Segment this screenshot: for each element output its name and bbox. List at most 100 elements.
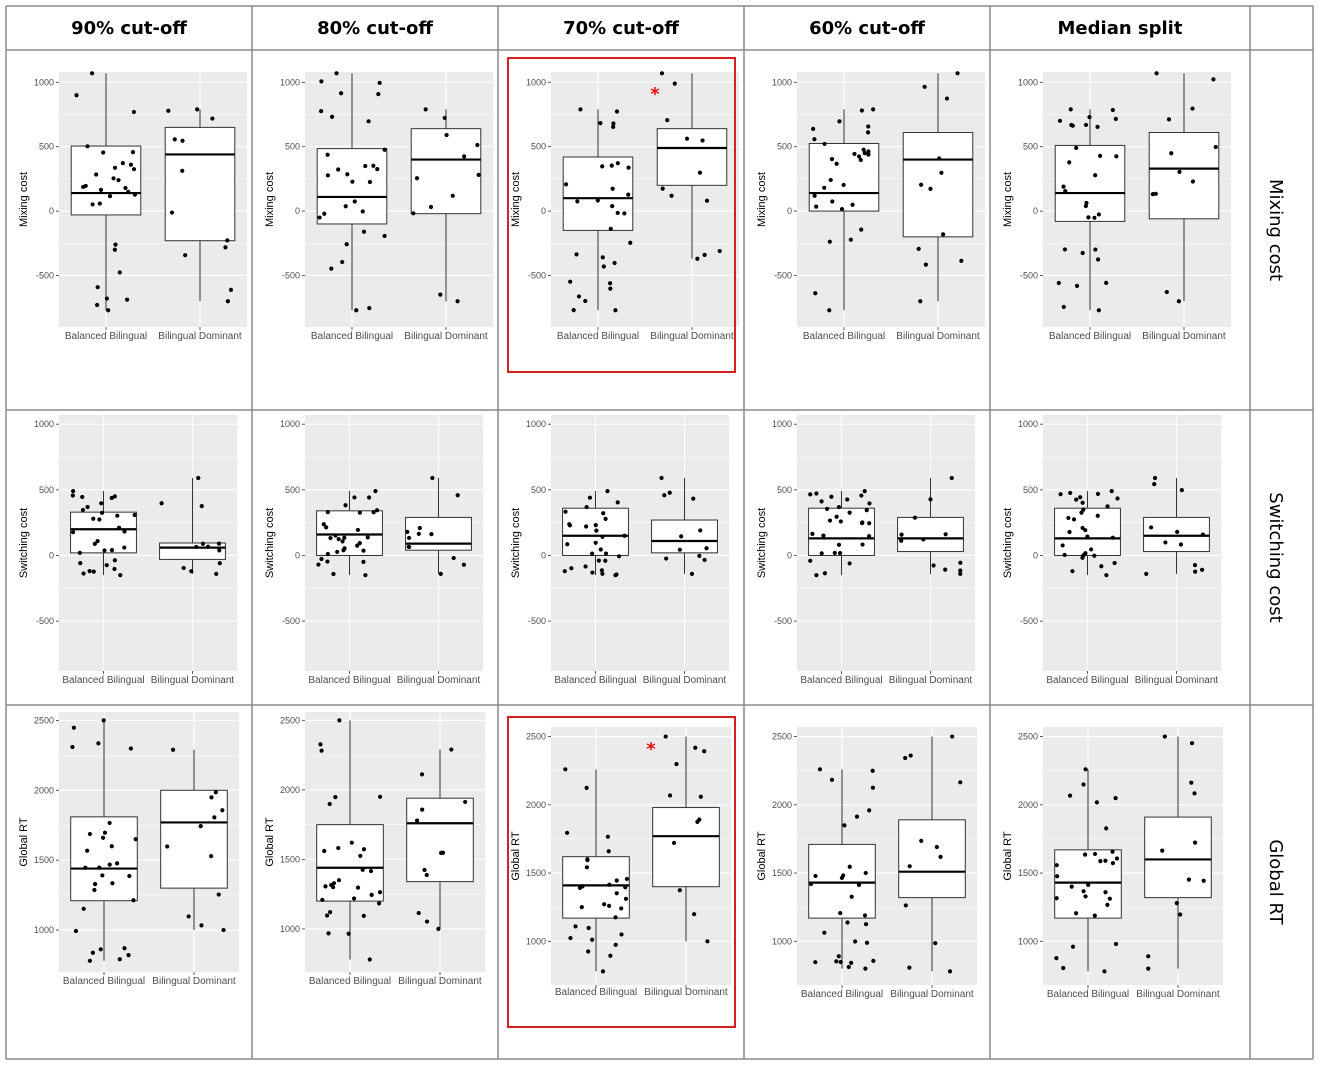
y-tick-label: 500 — [39, 485, 54, 495]
data-point — [340, 539, 345, 544]
data-point — [585, 857, 590, 862]
data-point — [565, 830, 570, 835]
data-point — [580, 884, 585, 889]
data-point — [405, 529, 410, 534]
data-point — [338, 91, 344, 96]
data-point — [907, 965, 912, 970]
data-point — [659, 71, 665, 76]
significance-star: * — [650, 84, 660, 105]
data-point — [81, 571, 86, 576]
data-point — [614, 572, 619, 577]
data-point — [943, 567, 948, 572]
data-point — [342, 546, 347, 551]
y-tick-label: -500 — [282, 616, 300, 626]
data-point — [607, 882, 612, 887]
data-point — [958, 560, 963, 565]
data-point — [376, 91, 381, 97]
data-point — [841, 873, 846, 878]
data-point — [355, 543, 360, 548]
data-point — [837, 119, 842, 124]
data-point — [865, 130, 871, 135]
data-point — [845, 920, 850, 925]
data-point — [586, 949, 591, 954]
data-point — [128, 746, 133, 751]
data-point — [1074, 283, 1080, 288]
data-point — [601, 264, 606, 269]
data-point — [217, 548, 222, 553]
data-point — [1146, 966, 1151, 971]
data-point — [849, 894, 854, 899]
y-tick-label: 1500 — [34, 855, 54, 865]
data-point — [350, 179, 355, 184]
data-point — [563, 182, 569, 187]
data-point — [355, 885, 361, 890]
data-point — [120, 161, 125, 166]
data-point — [1084, 200, 1089, 206]
data-point — [1103, 890, 1108, 895]
data-point — [87, 569, 92, 574]
data-point — [423, 107, 428, 112]
column-header: 80% cut-off — [317, 18, 433, 39]
y-tick-label: 500 — [39, 142, 54, 152]
y-tick-label: 1000 — [772, 936, 792, 946]
data-point — [212, 815, 217, 820]
data-point — [822, 185, 827, 190]
data-point — [1213, 144, 1218, 150]
data-point — [853, 939, 858, 944]
x-category-label: Balanced Bilingual — [801, 989, 883, 1000]
data-point — [918, 299, 923, 304]
data-point — [80, 507, 86, 513]
data-point — [697, 170, 703, 175]
data-point — [605, 489, 610, 494]
data-point — [1058, 492, 1063, 497]
data-point — [1110, 849, 1115, 854]
data-point — [70, 530, 76, 535]
data-point — [584, 785, 589, 790]
data-point — [601, 511, 606, 516]
data-point — [321, 522, 326, 527]
data-point — [928, 186, 933, 191]
data-point — [369, 892, 374, 897]
data-point — [1080, 555, 1085, 560]
data-point — [112, 165, 118, 170]
data-point — [811, 126, 816, 131]
data-point — [1092, 913, 1097, 918]
y-tick-label: 0 — [787, 550, 792, 560]
data-point — [563, 767, 568, 772]
data-point — [419, 772, 425, 777]
data-point — [1179, 488, 1184, 493]
data-point — [325, 551, 330, 557]
data-point — [382, 147, 387, 152]
data-point — [195, 107, 200, 112]
data-point — [183, 253, 188, 258]
data-point — [455, 299, 460, 304]
data-point — [852, 151, 857, 157]
data-point — [1074, 145, 1079, 150]
data-point — [352, 495, 357, 500]
data-point — [919, 838, 924, 843]
data-point — [428, 204, 434, 210]
y-tick-label: 1000 — [34, 419, 54, 429]
y-tick-label: -500 — [774, 616, 792, 626]
data-point — [938, 854, 943, 859]
data-point — [691, 496, 696, 501]
data-point — [90, 202, 95, 207]
data-point — [194, 544, 199, 550]
data-point — [319, 79, 324, 84]
data-point — [1097, 153, 1103, 158]
data-point — [1095, 124, 1100, 129]
data-point — [819, 499, 824, 504]
data-point — [351, 896, 357, 901]
data-point — [414, 176, 420, 181]
y-tick-label: -500 — [774, 270, 792, 280]
data-point — [112, 247, 117, 252]
data-point — [122, 529, 127, 534]
data-point — [671, 840, 677, 846]
data-point — [340, 259, 345, 265]
y-axis-title: Switching cost — [18, 508, 30, 578]
data-point — [100, 873, 105, 878]
